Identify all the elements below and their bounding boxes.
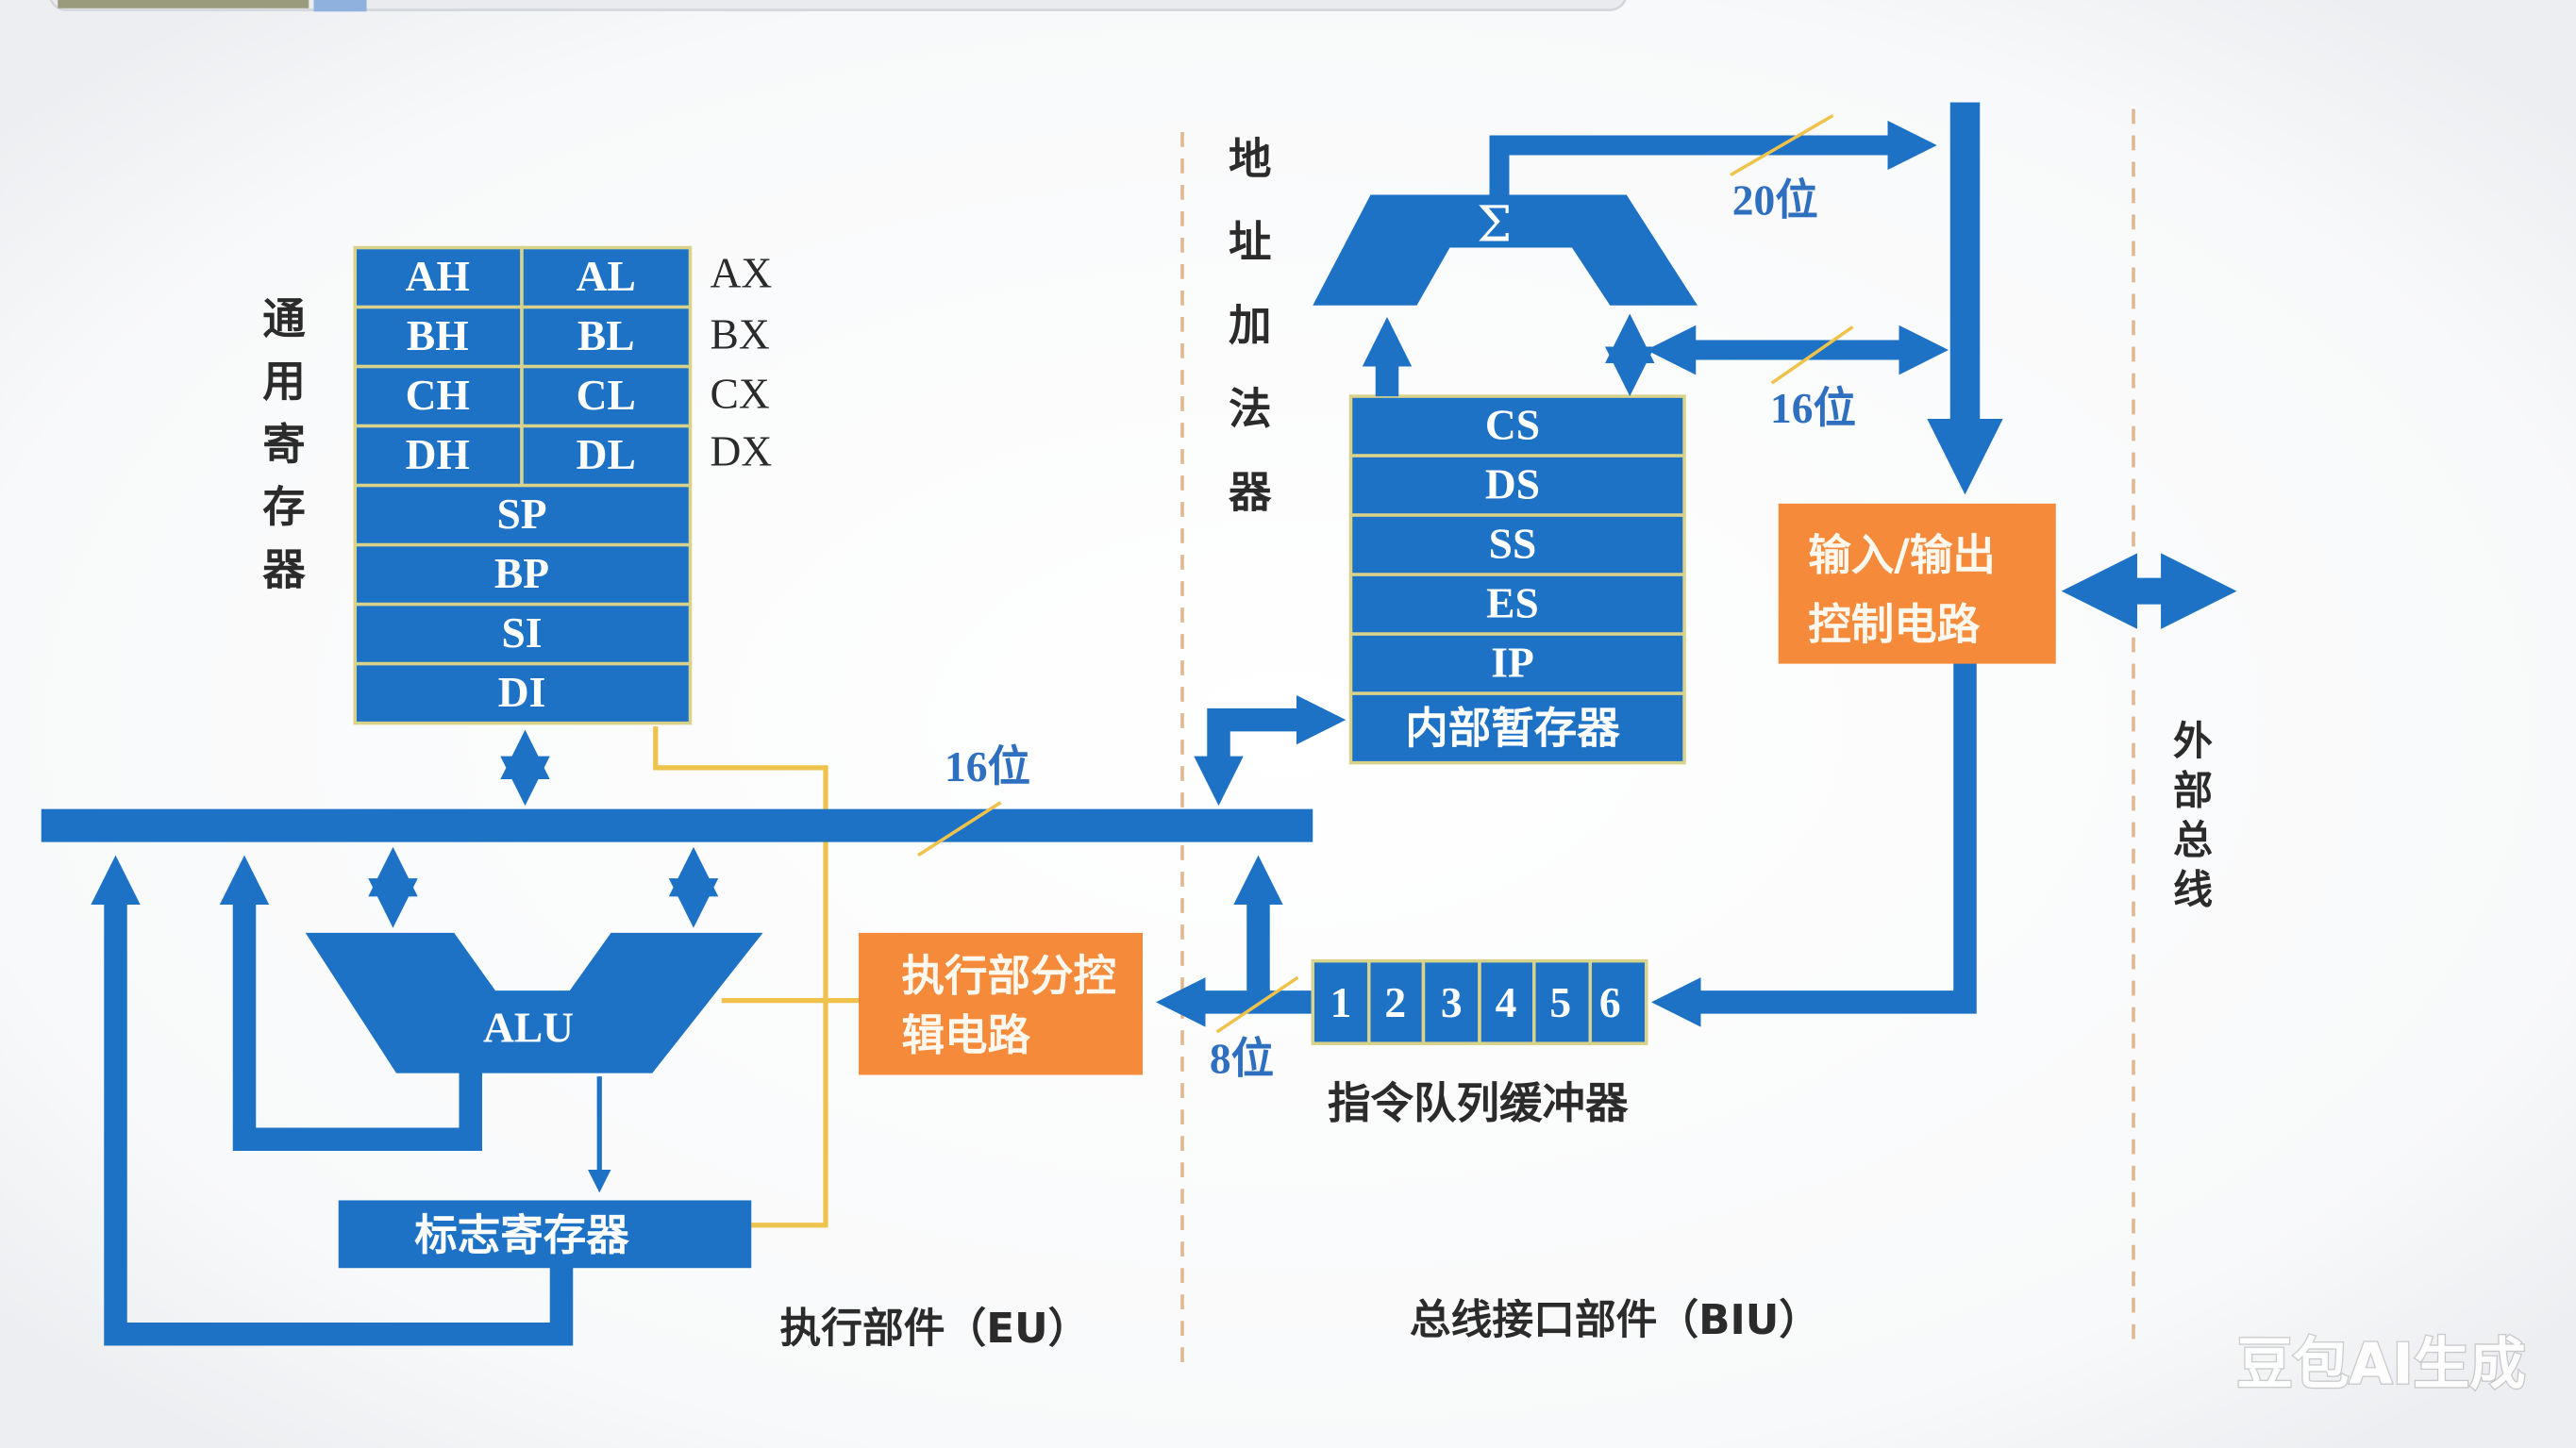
svg-text:内部暂存器: 内部暂存器 [1405, 704, 1620, 754]
queue-slot-5: 5 [1549, 978, 1571, 1026]
io-control-label-line2: 控制电路 [1808, 599, 1980, 649]
adder-address-20bit-arrow [1489, 120, 1937, 199]
svg-text:IP: IP [1491, 639, 1533, 687]
svg-text:CH: CH [406, 371, 470, 419]
register-bp: BP [353, 542, 693, 607]
address-width-slash [1730, 114, 1834, 177]
register-ip: IP [1348, 632, 1686, 695]
adder-sigma-symbol: Σ [1477, 196, 1512, 254]
svg-text:ES: ES [1486, 579, 1539, 627]
svg-text:CL: CL [577, 371, 636, 419]
queue-slot-2: 2 [1384, 978, 1406, 1026]
io-to-queue-arrow [1651, 660, 1977, 1027]
eu-caption: 执行部件（EU） [780, 1305, 1090, 1353]
eu-control-label-line1: 执行部分控 [902, 951, 1116, 1001]
alu-result-to-bus-arrow [219, 855, 482, 1151]
alu-label: ALU [483, 1003, 574, 1051]
queue-width-label: 8位 [1210, 1035, 1274, 1083]
io-control-label-line1: 输入/输出 [1808, 530, 1996, 580]
biu-caption: 总线接口部件（BIU） [1410, 1296, 1820, 1344]
segment-width-label: 16位 [1770, 384, 1856, 432]
register-ch: CH [353, 364, 524, 428]
bus-width-slash [917, 801, 1002, 857]
register-bh: BH [353, 305, 524, 369]
svg-text:DL: DL [577, 430, 636, 478]
eu-control-unit: 执行部分控 辑电路 [859, 932, 1143, 1075]
segment-registers: CS DS SS ES IP 内部暂存器 [1348, 394, 1686, 765]
eu-control-label-line2: 辑电路 [902, 1010, 1031, 1060]
control-signal-line-registers-flags [653, 726, 828, 1228]
watermark: 豆包AI生成 [2236, 1333, 2525, 1398]
queue-slot-3: 3 [1441, 978, 1463, 1026]
register-al: AL [520, 245, 693, 309]
register-si: SI [353, 602, 693, 666]
register-cs: CS [1348, 394, 1686, 458]
svg-text:DI: DI [498, 668, 546, 716]
svg-text:AH: AH [406, 252, 470, 300]
register-bl: BL [520, 305, 693, 369]
flag-register-label: 标志寄存器 [414, 1210, 629, 1260]
alu: ALU [305, 932, 763, 1074]
bus-width-label: 16位 [945, 742, 1030, 791]
register-pair-cx: CX [711, 369, 770, 417]
queue-slot-6: 6 [1599, 978, 1621, 1026]
register-es: ES [1348, 573, 1686, 636]
svg-text:AL: AL [577, 252, 636, 300]
address-adder: Σ [1313, 194, 1698, 306]
register-di: DI [353, 661, 693, 725]
queue-slot-1: 1 [1330, 978, 1352, 1026]
instruction-queue-label: 指令队列缓冲器 [1328, 1078, 1629, 1128]
segment-width-slash [1770, 325, 1854, 385]
svg-text:DS: DS [1485, 460, 1540, 508]
svg-text:CS: CS [1485, 401, 1540, 449]
svg-text:SP: SP [496, 490, 546, 538]
register-cl: CL [520, 364, 693, 428]
bus-temp-register-arrow [1194, 694, 1347, 807]
register-pair-ax: AX [711, 249, 773, 297]
register-pair-bx: BX [711, 309, 770, 358]
svg-text:BL: BL [577, 311, 635, 359]
flag-register: 标志寄存器 [338, 1200, 752, 1269]
queue-width-slash [1215, 975, 1299, 1034]
internal-data-bus [41, 808, 1313, 842]
top-toolbar-edge [49, 0, 1627, 12]
instruction-queue: 1 2 3 4 5 6 [1311, 958, 1648, 1045]
flags-to-bus-arrow [91, 855, 574, 1346]
svg-text:SI: SI [501, 608, 542, 657]
svg-text:BH: BH [407, 311, 469, 359]
svg-text:SS: SS [1489, 520, 1537, 568]
general-registers-title: 通用寄存器 [262, 294, 306, 595]
svg-text:BP: BP [494, 549, 549, 597]
general-registers: 通用寄存器 AH AL BH BL CH CL DH [262, 245, 773, 725]
register-ds: DS [1348, 454, 1686, 517]
register-ah: AH [353, 245, 524, 309]
register-pair-dx: DX [711, 427, 773, 475]
external-bus-label: 外部总线 [2173, 718, 2213, 913]
io-control-unit: 输入/输出 控制电路 [1778, 503, 2056, 664]
register-ss: SS [1348, 513, 1686, 576]
register-dl: DL [520, 424, 693, 488]
internal-temp-register: 内部暂存器 [1348, 691, 1686, 765]
register-sp: SP [353, 483, 693, 547]
register-dh: DH [353, 424, 524, 488]
svg-text:DH: DH [406, 430, 470, 478]
address-width-label: 20位 [1732, 176, 1818, 225]
address-adder-title: 地址加法器 [1229, 134, 1272, 518]
queue-slot-4: 4 [1496, 978, 1517, 1026]
